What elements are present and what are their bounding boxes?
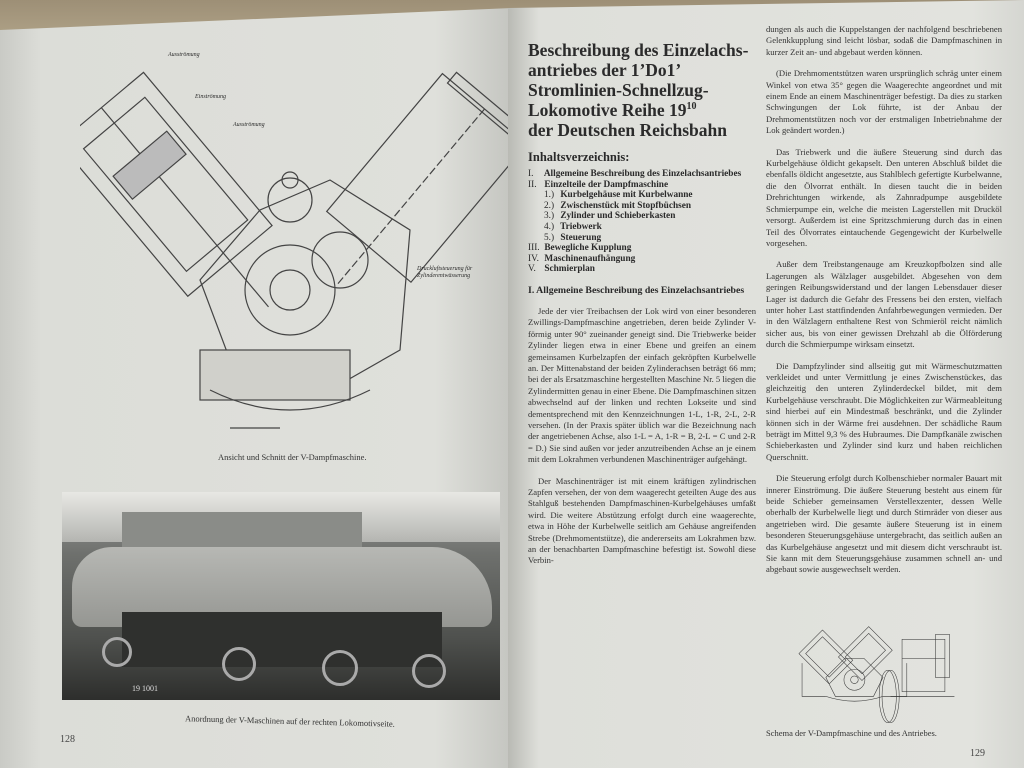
toc-item: 4.) Triebwerk [528,222,756,233]
drawing-label: Druckluftsteuerung für Zylinderentwässer… [417,266,473,279]
wheel [322,650,358,686]
running-gear [122,612,442,667]
toc-label: Schmierplan [544,264,595,275]
drawing-label: Ausströmung [168,52,200,58]
toc-item: 3.) Zylinder und Schieberkasten [528,211,756,222]
right-cylinder [325,72,510,284]
toc-label: Maschinenaufhängung [544,253,636,264]
paragraph: (Die Drehmomentstützen waren ursprünglic… [766,68,1002,136]
toc-label: Steuerung [560,232,602,243]
toc-item: 5.) Steuerung [528,233,756,244]
drawing-label: Ausströmung [233,122,265,128]
right-page: Beschreibung des Einzelachs-antriebes de… [508,0,1024,768]
toc-label: Einzelteile der Dampfmaschine [544,179,669,190]
paragraph: Die Dampfzylinder sind allseitig gut mit… [766,360,1002,462]
text-column-2: dungen als auch die Kuppelstangen der na… [766,24,1002,586]
title-text: Beschreibung des Einzelachs-antriebes de… [528,40,749,120]
wheel [222,647,256,681]
table-of-contents: I. Allgemeine Beschreibung des Einzelach… [528,169,756,275]
wheel [412,654,446,688]
locomotive-photo: 19 1001 [62,492,500,700]
figure-caption: Anordnung der V-Maschinen auf der rechte… [184,713,395,729]
title-text-end: der Deutschen Reichsbahn [528,120,728,140]
wheel [102,637,132,667]
paragraph: dungen als auch die Kuppelstangen der na… [766,24,1002,57]
toc-label: Kurbelgehäuse mit Kurbelwanne [560,190,693,201]
title-superscript: 10 [686,101,697,113]
paragraph: Außer dem Treibstangenauge am Kreuzkopfb… [766,259,1002,350]
page-number: 128 [60,734,75,745]
toc-label: Zylinder und Schieberkasten [560,211,676,222]
left-text-column: Beschreibung des Einzelachs-antriebes de… [528,40,756,577]
drawing-label: Einströmung [195,94,227,100]
figure-caption: Ansicht und Schnitt der V-Dampfmaschine. [218,452,367,462]
section-heading: I. Allgemeine Beschreibung des Einzelach… [528,284,745,296]
left-page: Ausströmung Einströmung Ausströmung Druc… [0,8,512,768]
page-number: 129 [970,748,985,759]
toc-label: Triebwerk [560,221,602,232]
toc-item: IV. Maschinenaufhängung [528,254,756,265]
toc-item: III. Bewegliche Kupplung [528,243,756,254]
toc-number: III. [528,243,540,254]
toc-number: I. [528,169,534,179]
left-cylinder [80,71,273,298]
toc-item: V. Schmierplan [528,264,756,275]
paragraph: Das Triebwerk und die äußere Steuerung s… [766,146,1002,248]
toc-number: 4.) [544,221,555,232]
toc-number: 1.) [544,190,555,201]
locomotive-number: 19 1001 [132,684,158,693]
toc-item: II. Einzelteile der Dampfmaschine [528,180,756,191]
text-column-1: Jede der vier Treibachsen der Lok wird v… [528,306,756,567]
toc-number: 2.) [544,200,555,211]
toc-number: IV. [528,253,539,264]
toc-item: 2.) Zwischenstück mit Stopfbüchsen [528,201,756,212]
article-title: Beschreibung des Einzelachs-antriebes de… [528,40,756,140]
paragraph: Der Maschinenträger ist mit einem kräfti… [528,475,756,566]
engine-schematic-drawing [798,626,955,723]
toc-heading: Inhaltsverzeichnis: [528,150,630,164]
toc-number: II. [528,179,537,190]
toc-number: V. [528,264,536,275]
paragraph: Die Steuerung erfolgt durch Kolbenschieb… [766,473,1002,575]
paragraph: Jede der vier Treibachsen der Lok wird v… [528,305,756,465]
toc-item: I. Allgemeine Beschreibung des Einzelach… [528,169,756,180]
toc-number: 3.) [544,211,555,222]
toc-number: 5.) [544,232,555,243]
toc-label: Allgemeine Beschreibung des Einzelachsan… [543,169,742,179]
figure-caption: Schema der V-Dampfmaschine und des Antri… [766,728,937,738]
toc-label: Bewegliche Kupplung [544,243,632,254]
toc-item: 1.) Kurbelgehäuse mit Kurbelwanne [528,190,756,201]
v-engine-section-drawing [80,71,510,429]
toc-label: Zwischenstück mit Stopfbüchsen [560,200,692,211]
